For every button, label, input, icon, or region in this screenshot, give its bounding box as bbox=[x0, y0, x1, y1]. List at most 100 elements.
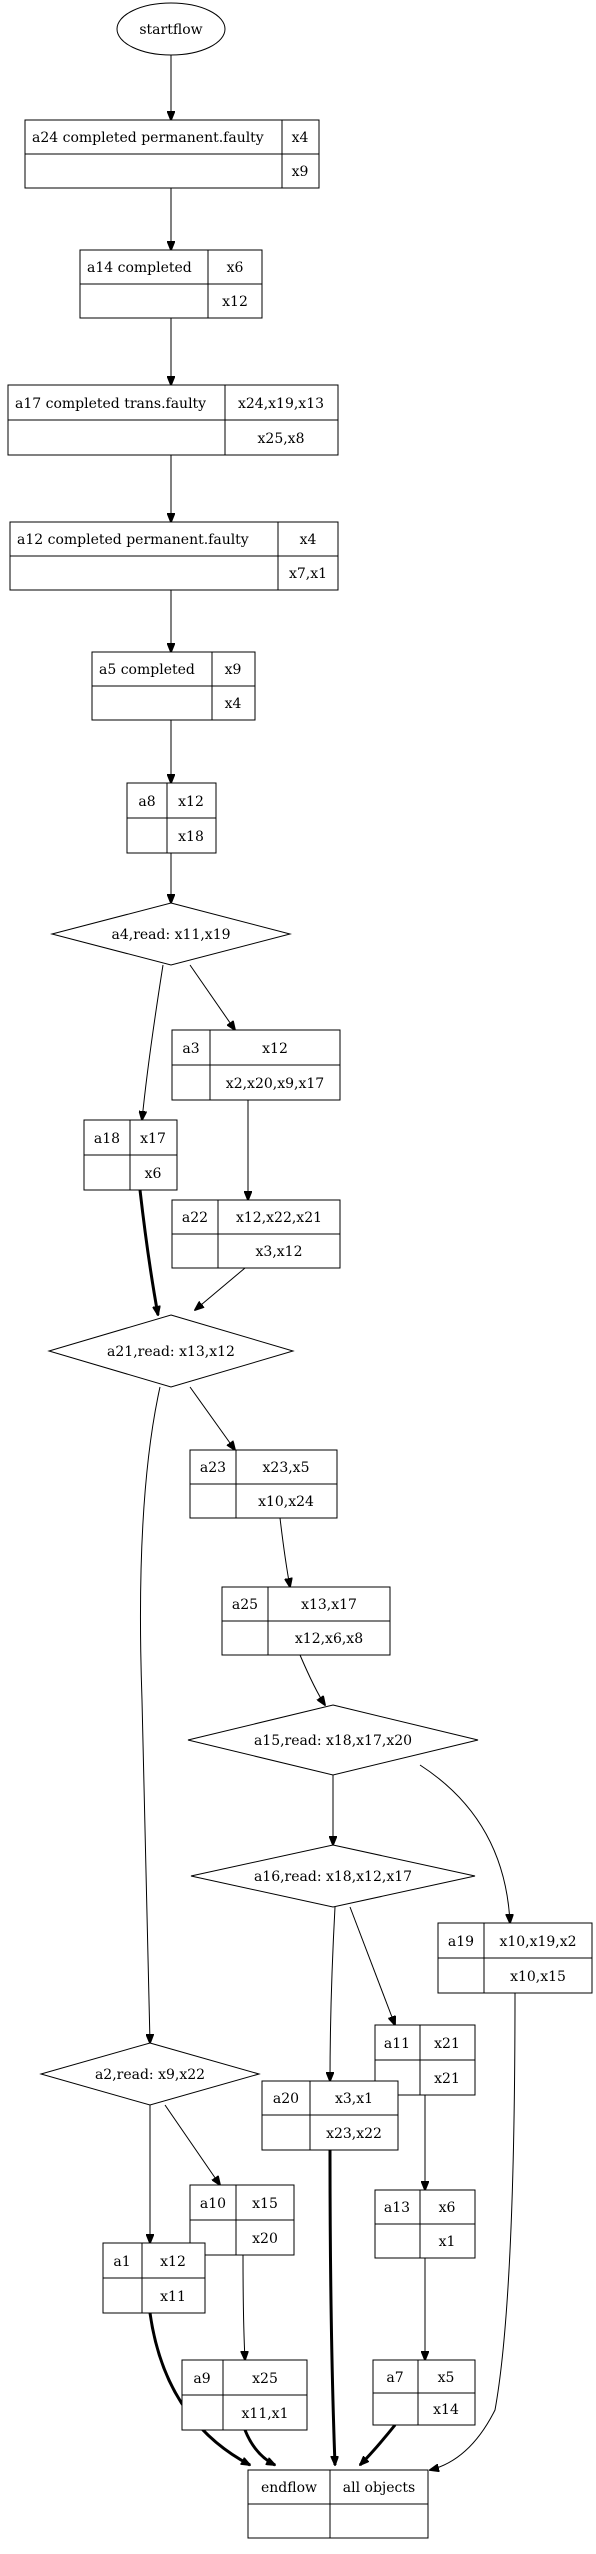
record-a5: a5 completed x9 x4 bbox=[91, 651, 256, 721]
record-a12: a12 completed permanent.faulty x4 x7,x1 bbox=[9, 521, 339, 591]
edge-a16-a20 bbox=[330, 1906, 336, 2081]
end-left-label: endflow bbox=[261, 2480, 317, 2496]
record-a9-top-value: x25 bbox=[252, 2371, 278, 2387]
record-a5-top-value: x9 bbox=[225, 662, 242, 678]
record-a17-bottom-value: x25,x8 bbox=[258, 431, 305, 447]
record-a14-bottom-value: x12 bbox=[222, 294, 248, 310]
edge-a7-end bbox=[360, 2424, 397, 2465]
record-a18-bottom-value: x6 bbox=[145, 1166, 162, 1182]
record-a23-title: a23 bbox=[200, 1460, 226, 1476]
record-a9-bottom-value: x11,x1 bbox=[242, 2406, 289, 2422]
record-a1-bottom-value: x11 bbox=[160, 2289, 186, 2305]
edge-a15-a19 bbox=[419, 1764, 510, 1923]
record-a10-title: a10 bbox=[200, 2196, 226, 2212]
record-a20-title: a20 bbox=[273, 2091, 299, 2107]
record-a25-top-value: x13,x17 bbox=[301, 1597, 357, 1613]
decision-a15: a15,read: x18,x17,x20 bbox=[187, 1704, 479, 1776]
record-a3-bottom-value: x2,x20,x9,x17 bbox=[226, 1076, 324, 1092]
edge-a4-a3 bbox=[189, 964, 235, 1030]
edge-a4-a18 bbox=[142, 964, 164, 1120]
record-a22-top-value: x12,x22,x21 bbox=[236, 1210, 322, 1226]
record-a13-title: a13 bbox=[384, 2200, 410, 2216]
record-a1-title: a1 bbox=[113, 2254, 130, 2270]
record-a19: a19 x10,x19,x2 x10,x15 bbox=[437, 1922, 593, 1994]
record-a13-bottom-value: x1 bbox=[439, 2234, 456, 2250]
record-a11-bottom-value: x21 bbox=[434, 2071, 460, 2087]
record-a25: a25 x13,x17 x12,x6,x8 bbox=[221, 1586, 391, 1656]
record-a11-title: a11 bbox=[384, 2036, 410, 2052]
record-a17-top-value: x24,x19,x13 bbox=[238, 396, 324, 412]
edge-a25-a15 bbox=[299, 1654, 325, 1705]
record-a20: a20 x3,x1 x23,x22 bbox=[261, 2080, 399, 2151]
decision-a4: a4,read: x11,x19 bbox=[50, 902, 292, 966]
start-label: startflow bbox=[139, 22, 202, 38]
record-a23-top-value: x23,x5 bbox=[263, 1460, 310, 1476]
record-a8-top-value: x12 bbox=[178, 794, 204, 810]
decision-a4-label: a4,read: x11,x19 bbox=[111, 927, 230, 943]
edge-a16-a11 bbox=[349, 1906, 395, 2025]
edge-a10-a9 bbox=[243, 2254, 245, 2360]
record-a13-top-value: x6 bbox=[439, 2200, 456, 2216]
decision-a21: a21,read: x13,x12 bbox=[47, 1314, 295, 1388]
record-a19-bottom-value: x10,x15 bbox=[510, 1969, 566, 1985]
record-a8-bottom-value: x18 bbox=[178, 829, 204, 845]
edge-a20-end bbox=[328, 2149, 335, 2465]
record-a5-bottom-value: x4 bbox=[225, 696, 242, 712]
record-a11: a11 x21 x21 bbox=[374, 2024, 476, 2096]
record-a8-title: a8 bbox=[138, 794, 155, 810]
edge-a23-a25 bbox=[279, 1517, 290, 1587]
record-a3-title: a3 bbox=[182, 1041, 199, 1057]
record-a7-title: a7 bbox=[386, 2370, 403, 2386]
record-a5-title: a5 completed bbox=[99, 662, 195, 678]
record-a19-title: a19 bbox=[448, 1934, 474, 1950]
record-a9: a9 x25 x11,x1 bbox=[181, 2359, 308, 2431]
edges bbox=[138, 55, 516, 2470]
record-a24-top-value: x4 bbox=[292, 130, 309, 146]
record-a3: a3 x12 x2,x20,x9,x17 bbox=[171, 1029, 341, 1101]
record-a17-title: a17 completed trans.faulty bbox=[15, 396, 206, 412]
start-node: startflow bbox=[116, 2, 226, 56]
decision-a2-label: a2,read: x9,x22 bbox=[95, 2067, 205, 2083]
record-a8: a8 x12 x18 bbox=[126, 782, 217, 854]
edge-a18-a21 bbox=[138, 1189, 158, 1315]
decision-a2: a2,read: x9,x22 bbox=[39, 2042, 261, 2106]
record-a20-bottom-value: x23,x22 bbox=[326, 2126, 382, 2142]
record-a18: a18 x17 x6 bbox=[83, 1119, 178, 1191]
record-a14-title: a14 completed bbox=[87, 260, 192, 276]
record-a13: a13 x6 x1 bbox=[374, 2189, 476, 2259]
edge-a9-end bbox=[243, 2429, 275, 2467]
record-a7: a7 x5 x14 bbox=[372, 2359, 476, 2426]
record-a1: a1 x12 x11 bbox=[102, 2242, 206, 2314]
record-a14-top-value: x6 bbox=[227, 260, 244, 276]
record-a18-title: a18 bbox=[94, 1131, 120, 1147]
record-a7-bottom-value: x14 bbox=[433, 2402, 459, 2418]
record-a12-top-value: x4 bbox=[300, 532, 317, 548]
record-a14: a14 completed x6 x12 bbox=[79, 249, 263, 319]
record-a1-top-value: x12 bbox=[160, 2254, 186, 2270]
decision-a15-label: a15,read: x18,x17,x20 bbox=[254, 1733, 412, 1749]
record-a23-bottom-value: x10,x24 bbox=[258, 1494, 314, 1510]
edge-a22-a21 bbox=[195, 1267, 246, 1310]
record-a24-bottom-value: x9 bbox=[292, 164, 309, 180]
record-a25-title: a25 bbox=[232, 1597, 258, 1613]
record-a10: a10 x15 x20 bbox=[189, 2184, 295, 2256]
decision-a16: a16,read: x18,x12,x17 bbox=[190, 1844, 476, 1908]
record-a25-bottom-value: x12,x6,x8 bbox=[295, 1631, 363, 1647]
record-a22: a22 x12,x22,x21 x3,x12 bbox=[171, 1199, 341, 1269]
record-a12-title: a12 completed permanent.faulty bbox=[17, 532, 249, 548]
edge-a21-a23 bbox=[189, 1386, 235, 1450]
decision-a16-label: a16,read: x18,x12,x17 bbox=[254, 1869, 412, 1885]
end-node: endflow all objects bbox=[247, 2469, 429, 2539]
record-a10-bottom-value: x20 bbox=[252, 2231, 278, 2247]
record-a7-top-value: x5 bbox=[438, 2370, 455, 2386]
record-a10-top-value: x15 bbox=[252, 2196, 278, 2212]
record-a3-top-value: x12 bbox=[262, 1041, 288, 1057]
record-a17: a17 completed trans.faulty x24,x19,x13 x… bbox=[7, 384, 339, 456]
record-a22-bottom-value: x3,x12 bbox=[256, 1244, 303, 1260]
record-a24: a24 completed permanent.faulty x4 x9 bbox=[24, 119, 320, 189]
record-a23: a23 x23,x5 x10,x24 bbox=[189, 1449, 338, 1519]
record-a19-top-value: x10,x19,x2 bbox=[499, 1934, 576, 1950]
record-a20-top-value: x3,x1 bbox=[335, 2091, 373, 2107]
record-a24-title: a24 completed permanent.faulty bbox=[32, 130, 264, 146]
